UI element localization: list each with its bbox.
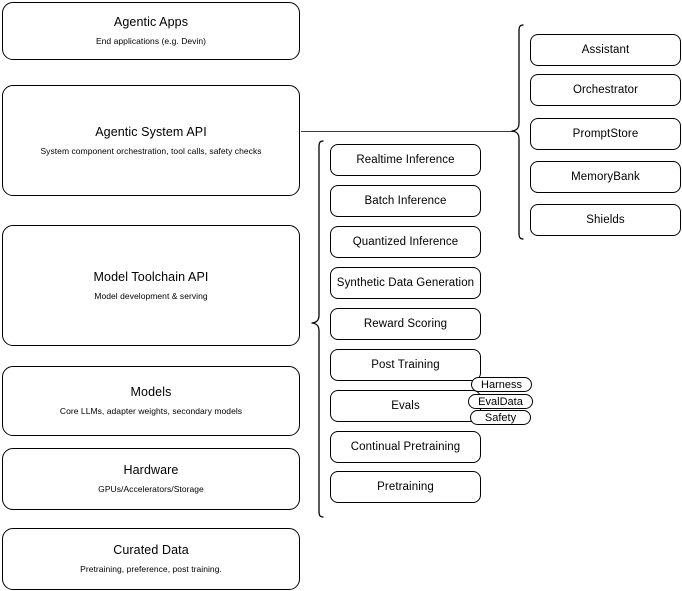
layer-box-model-toolchain-api[interactable]: Model Toolchain API Model development & … — [2, 225, 300, 346]
component-label: Realtime Inference — [356, 153, 455, 166]
layer-box-curated-data[interactable]: Curated Data Pretraining, preference, po… — [2, 528, 300, 590]
layer-title: Curated Data — [113, 543, 189, 558]
layer-box-hardware[interactable]: Hardware GPUs/Accelerators/Storage — [2, 448, 300, 510]
component-label: Orchestrator — [572, 83, 639, 96]
pill-label: EvalData — [478, 395, 523, 408]
agentic-component-assistant[interactable]: Assistant — [530, 34, 681, 66]
toolchain-component-quantized-inference[interactable]: Quantized Inference — [330, 226, 481, 258]
evals-pill-evaldata[interactable]: EvalData — [468, 394, 533, 409]
layer-title: Hardware — [123, 463, 179, 478]
toolchain-component-post-training[interactable]: Post Training — [330, 349, 481, 381]
evals-pill-harness[interactable]: Harness — [471, 377, 532, 392]
component-label: Batch Inference — [364, 194, 447, 207]
brace-toolchain-components — [311, 140, 324, 518]
layer-subtitle: System component orchestration, tool cal… — [40, 145, 262, 156]
component-label: Shields — [586, 213, 625, 226]
layer-box-agentic-system-api[interactable]: Agentic System API System component orch… — [2, 85, 300, 196]
evals-pill-safety[interactable]: Safety — [470, 410, 531, 425]
pill-label: Harness — [481, 378, 522, 391]
layer-title: Agentic Apps — [113, 15, 189, 30]
toolchain-component-pretraining[interactable]: Pretraining — [330, 471, 481, 503]
layer-subtitle: End applications (e.g. Devin) — [95, 36, 207, 46]
toolchain-component-realtime-inference[interactable]: Realtime Inference — [330, 144, 481, 176]
agentic-component-promptstore[interactable]: PromptStore — [530, 118, 681, 150]
pill-label: Safety — [484, 411, 517, 424]
layer-title: Agentic System API — [95, 124, 207, 139]
agentic-component-memorybank[interactable]: MemoryBank — [530, 161, 681, 193]
toolchain-component-batch-inference[interactable]: Batch Inference — [330, 185, 481, 217]
component-label: Assistant — [581, 43, 630, 56]
component-label: Quantized Inference — [352, 235, 459, 248]
component-label: PromptStore — [572, 127, 639, 140]
component-label: Pretraining — [377, 480, 434, 493]
component-label: MemoryBank — [571, 170, 640, 183]
layer-box-models[interactable]: Models Core LLMs, adapter weights, secon… — [2, 366, 300, 436]
layer-subtitle: Model development & serving — [94, 290, 208, 301]
toolchain-component-continual-pretraining[interactable]: Continual Pretraining — [330, 431, 481, 463]
toolchain-component-evals[interactable]: Evals — [330, 390, 481, 422]
component-label: Post Training — [371, 358, 440, 371]
toolchain-component-reward-scoring[interactable]: Reward Scoring — [330, 308, 481, 340]
layer-title: Models — [130, 385, 172, 400]
layer-box-agentic-apps[interactable]: Agentic Apps End applications (e.g. Devi… — [2, 2, 300, 60]
layer-title: Model Toolchain API — [93, 269, 209, 284]
layer-subtitle: GPUs/Accelerators/Storage — [98, 484, 204, 494]
layer-subtitle: Core LLMs, adapter weights, secondary mo… — [59, 406, 243, 416]
component-label: Evals — [391, 399, 420, 412]
agentic-component-shields[interactable]: Shields — [530, 204, 681, 236]
component-label: Synthetic Data Generation — [336, 276, 475, 289]
toolchain-component-synthetic-data-generation[interactable]: Synthetic Data Generation — [330, 267, 481, 299]
brace-agentic-components — [511, 24, 524, 240]
layer-subtitle: Pretraining, preference, post training. — [80, 564, 222, 574]
connector-system-api-to-agentic-components — [301, 131, 513, 132]
component-label: Continual Pretraining — [350, 440, 461, 453]
agentic-component-orchestrator[interactable]: Orchestrator — [530, 74, 681, 106]
component-label: Reward Scoring — [363, 317, 448, 330]
